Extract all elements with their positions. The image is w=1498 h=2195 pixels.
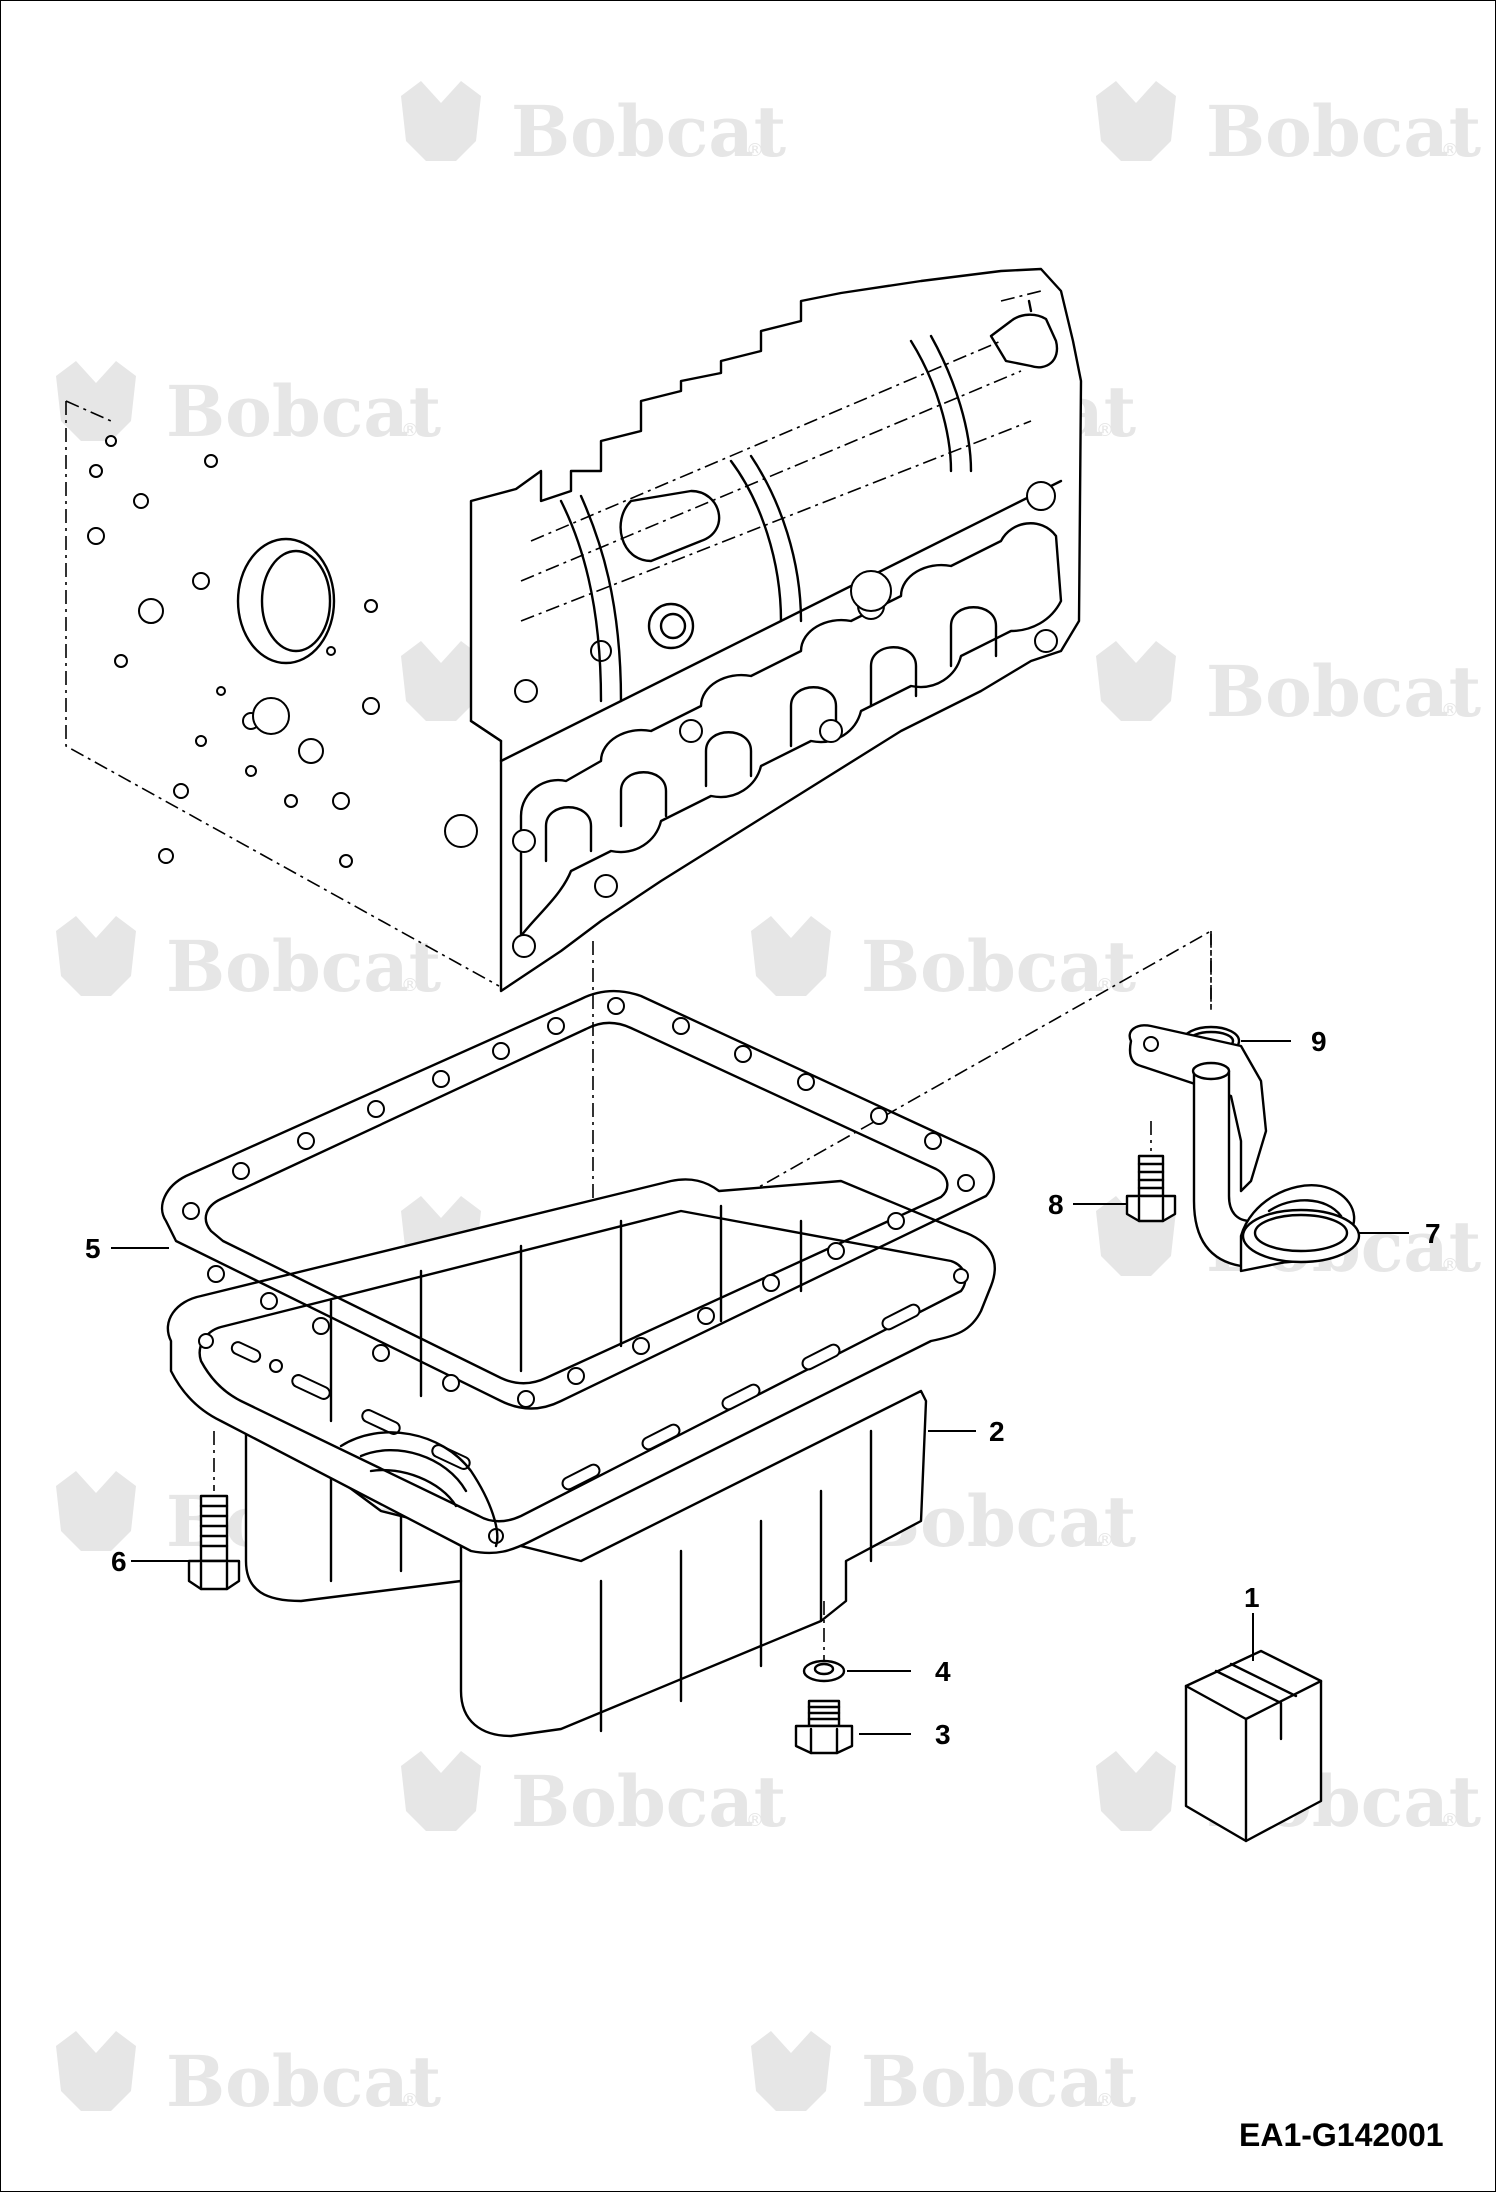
bobcat-watermark: Bobcat® xyxy=(56,361,441,453)
watermark-registered-mark: ® xyxy=(401,2090,419,2111)
callout-4: 4 xyxy=(935,1656,951,1687)
bobcat-logo-icon xyxy=(401,1751,481,1831)
callout-3: 3 xyxy=(935,1719,951,1750)
watermark-registered-mark: ® xyxy=(1441,700,1459,721)
watermark-brand-text: Bobcat xyxy=(166,2040,441,2123)
drain-plug xyxy=(794,1601,854,1755)
bobcat-logo-icon xyxy=(751,916,831,996)
watermark-registered-mark: ® xyxy=(1096,975,1114,996)
oil-pan xyxy=(166,1178,996,1738)
watermark-brand-text: Bobcat xyxy=(511,1760,786,1843)
bobcat-logo-icon xyxy=(1096,641,1176,721)
bobcat-logo-icon xyxy=(1096,1751,1176,1831)
callout-1: 1 xyxy=(1244,1582,1260,1613)
watermark-registered-mark: ® xyxy=(746,1810,764,1831)
block-flange-bolts xyxy=(512,481,1058,958)
bobcat-logo-icon xyxy=(56,916,136,996)
oil-pan-gasket xyxy=(160,989,996,1410)
watermark-brand-text: Bobcat xyxy=(861,925,1136,1008)
pan-bolt xyxy=(187,1431,241,1591)
callout-7: 7 xyxy=(1425,1218,1441,1249)
pan-flange-slots xyxy=(198,1268,969,1544)
bobcat-watermark: Bobcat® xyxy=(56,2031,441,2123)
watermark-registered-mark: ® xyxy=(401,975,419,996)
bobcat-watermark: Bobcat® xyxy=(401,1751,786,1843)
watermark-brand-text: Bobcat xyxy=(1206,90,1481,173)
bobcat-watermark: Bobcat® xyxy=(1096,81,1481,173)
bobcat-logo-icon xyxy=(1096,81,1176,161)
bobcat-watermark: Bobcat® xyxy=(1096,641,1481,733)
bobcat-logo-icon xyxy=(401,641,481,721)
watermark-registered-mark: ® xyxy=(401,420,419,441)
watermark-brand-text: Bobcat xyxy=(166,370,441,453)
watermark-registered-mark: ® xyxy=(1096,420,1114,441)
watermark-brand-text: Bobcat xyxy=(1206,650,1481,733)
watermark-registered-mark: ® xyxy=(746,140,764,161)
engine-block xyxy=(65,267,1083,993)
watermark-registered-mark: ® xyxy=(1441,1255,1459,1276)
oil-pickup-tube xyxy=(1128,1024,1361,1273)
drawing-code: EA1-G142001 xyxy=(1239,2117,1444,2153)
watermark-registered-mark: ® xyxy=(1441,140,1459,161)
bobcat-watermark: Bobcat® xyxy=(751,916,1136,1008)
watermark-brand-text: Bobcat xyxy=(861,2040,1136,2123)
pickup-bolt xyxy=(1125,1121,1177,1223)
oil-filter-kit xyxy=(1184,1649,1323,1843)
gasket-bolt-holes xyxy=(182,997,975,1408)
callout-5: 5 xyxy=(85,1233,101,1264)
watermark-brand-text: Bobcat xyxy=(511,90,786,173)
bobcat-watermark: Bobcat® xyxy=(751,2031,1136,2123)
callout-9: 9 xyxy=(1311,1026,1327,1057)
watermark-registered-mark: ® xyxy=(1441,1810,1459,1831)
bobcat-logo-icon xyxy=(401,81,481,161)
watermark-registered-mark: ® xyxy=(1096,2090,1114,2111)
callout-2: 2 xyxy=(989,1416,1005,1447)
bobcat-logo-icon xyxy=(56,361,136,441)
watermark-registered-mark: ® xyxy=(1096,1530,1114,1551)
bobcat-logo-icon xyxy=(56,1471,136,1551)
callout-6: 6 xyxy=(111,1546,127,1577)
bobcat-logo-icon xyxy=(56,2031,136,2111)
block-side-holes xyxy=(87,435,478,868)
leader-lines xyxy=(111,1040,1409,1735)
bobcat-logo-icon xyxy=(751,2031,831,2111)
bobcat-watermark: Bobcat® xyxy=(56,916,441,1008)
bobcat-watermark: Bobcat® xyxy=(401,81,786,173)
callout-labels: 1 2 3 4 5 6 7 8 9 xyxy=(85,1026,1441,1750)
callout-8: 8 xyxy=(1048,1189,1064,1220)
watermark-brand-text: Bobcat xyxy=(166,925,441,1008)
